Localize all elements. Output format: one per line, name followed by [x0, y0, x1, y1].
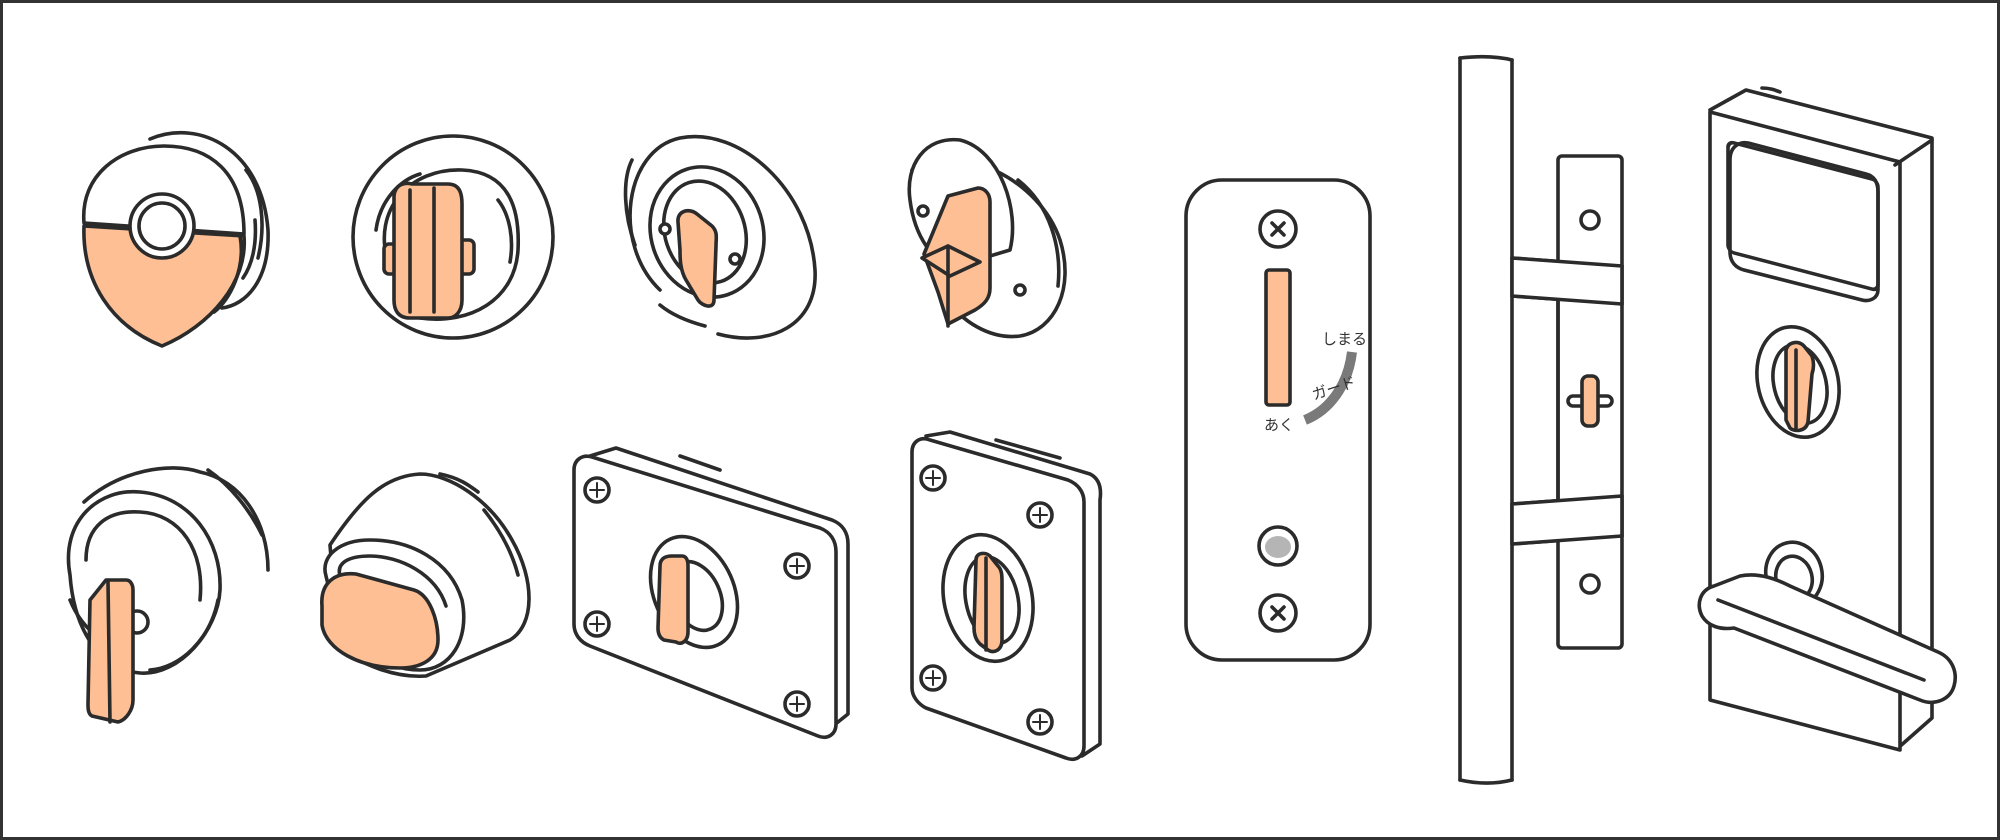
screw-icon — [1258, 593, 1298, 633]
thumbturn-round-rose-icon — [351, 134, 555, 340]
square-thumbturn-plate-icon — [910, 430, 1103, 762]
label-close: しまる — [1322, 330, 1367, 348]
screw-icon — [1258, 209, 1298, 249]
thumbturn-oval-rose-icon — [623, 134, 817, 340]
label-open: あく — [1264, 416, 1294, 434]
screw-icon — [919, 464, 947, 492]
dome-cylinder-icon — [320, 472, 531, 678]
screw-icon — [919, 664, 947, 692]
screw-icon — [583, 476, 611, 504]
rectangular-thumbturn-plate-icon — [572, 446, 850, 740]
screw-icon — [1026, 708, 1054, 736]
thumbturn-slot — [1264, 268, 1292, 407]
key-cylinder-lever-icon — [66, 466, 270, 724]
indicator-dot — [1265, 536, 1291, 558]
screw-icon — [783, 552, 811, 580]
lock-status-arc — [1302, 351, 1357, 425]
indicator-thumbturn-plate-icon: しまる ガード あく — [1184, 178, 1372, 662]
screw-icon — [1026, 501, 1054, 529]
screw-icon — [783, 690, 811, 718]
thumbturn-shield-cylinder-icon — [82, 130, 270, 348]
screw-icon — [583, 610, 611, 638]
indicator-plate-body — [1184, 178, 1372, 662]
door-bar-handle-plate-icon — [1458, 54, 1624, 785]
lever-handle-lock-plate-icon — [1697, 86, 1957, 752]
thumbturn-angled-rose-icon — [907, 137, 1067, 339]
